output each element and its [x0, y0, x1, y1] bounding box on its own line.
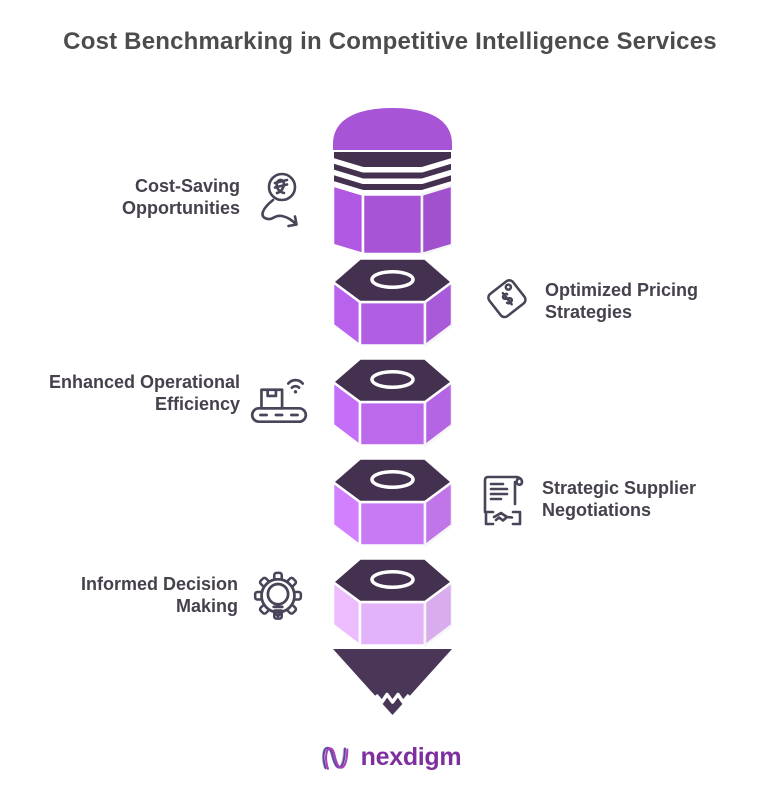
tag-body — [487, 279, 527, 319]
tag-hole — [504, 283, 513, 291]
ferrule-band — [333, 173, 452, 192]
brand-wordmark: nexdigm — [360, 742, 462, 771]
scroll-body — [483, 475, 518, 514]
pencil-tip-notch — [374, 692, 411, 704]
pencil-top-face — [333, 457, 452, 504]
wifi-dot — [293, 390, 298, 394]
pencil-segment-2 — [333, 257, 452, 347]
segment-label-decision: Informed Decision Making — [80, 574, 238, 616]
brand-logo: nexdigm — [0, 740, 780, 774]
tag-group — [487, 279, 527, 319]
currency-decrease-icon — [246, 170, 310, 243]
pencil-face-front — [358, 400, 427, 447]
wifi-arcs — [286, 378, 305, 390]
pencil-top-face — [333, 357, 452, 404]
segment-label-cost-saving: Cost-Saving Opportunities — [122, 176, 240, 218]
package-box — [260, 388, 284, 410]
bulb — [266, 582, 290, 606]
ferrule-band — [333, 161, 452, 181]
contract-handshake-icon — [471, 468, 535, 537]
eraser-dome — [333, 108, 452, 151]
pencil-segment-3 — [333, 357, 452, 447]
handshake — [492, 511, 514, 522]
left-cuff — [484, 510, 495, 526]
pencil-top-hole — [370, 569, 415, 590]
pencil-segment-5 — [333, 557, 452, 647]
decline-curve — [261, 198, 298, 226]
segment-label-negotiations: Strategic Supplier Negotiations — [542, 478, 697, 520]
pencil-face-right — [420, 184, 452, 254]
pencil-face-front — [358, 600, 427, 647]
logomark-stroke-indigo — [322, 746, 346, 770]
price-tag-icon — [476, 266, 538, 335]
bulb-base — [272, 605, 284, 618]
document-lines — [489, 482, 509, 501]
currency-strikes — [273, 178, 289, 189]
page-title: Cost Benchmarking in Competitive Intelli… — [63, 28, 717, 55]
segment-label-pricing: Optimized Pricing Strategies — [545, 280, 699, 322]
pencil-top-face — [333, 557, 452, 604]
pencil-top-hole — [370, 469, 415, 490]
arrow-head — [287, 215, 298, 228]
dollar-glyph — [501, 291, 514, 306]
currency-glyph — [275, 178, 286, 195]
pencil-top-hole — [370, 369, 415, 390]
pencil-top-face — [333, 257, 452, 304]
box-flap — [266, 388, 278, 398]
ferrule-band — [333, 150, 452, 169]
logomark-stroke-magenta — [324, 747, 349, 770]
conveyor-belt-icon — [246, 366, 312, 435]
right-cuff — [511, 510, 522, 526]
scroll-curl — [514, 475, 524, 486]
nexdigm-logomark-icon — [321, 746, 349, 770]
pencil-top-hole — [370, 269, 415, 290]
coin-circle — [267, 172, 297, 202]
pencil-face-left — [333, 184, 365, 254]
pencil-segment-4 — [333, 457, 452, 547]
gear-lightbulb-icon — [244, 566, 312, 639]
pencil-eraser-segment — [333, 108, 452, 254]
pencil-face-front — [361, 193, 424, 254]
pencil-face-front — [358, 500, 427, 547]
pencil-face-front — [358, 300, 427, 347]
segment-label-efficiency: Enhanced Operational Efficiency — [48, 372, 240, 414]
pencil-tip — [333, 649, 452, 715]
pencil-tip-cone — [333, 649, 452, 715]
